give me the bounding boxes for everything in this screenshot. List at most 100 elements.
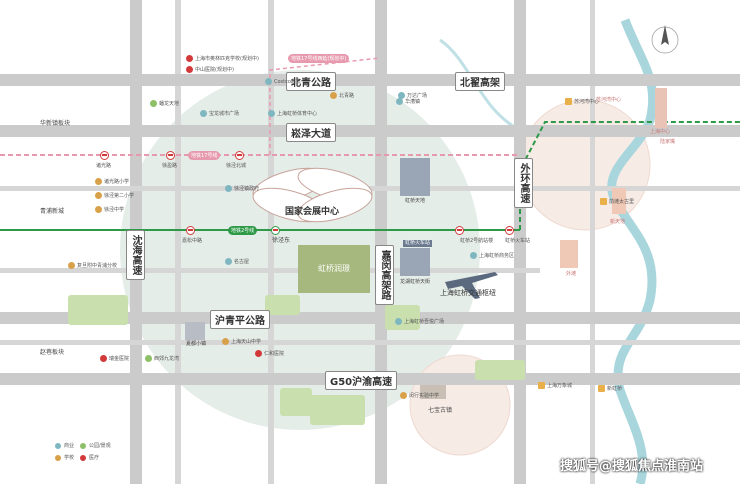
line2-tag: 地铁2号线 (228, 226, 258, 235)
poi[interactable]: 复旦附中青浦分校 (68, 262, 117, 269)
poi[interactable]: 宝龙城市广场 (200, 110, 239, 117)
school-icon (95, 206, 102, 213)
legend-dot (80, 454, 86, 461)
poi-label: 上海天山中学 (231, 339, 262, 345)
poi-label: 诸光路小学 (104, 179, 130, 185)
poi[interactable]: 蟠龙天地 (150, 100, 179, 107)
road-label-huqingping: 沪青平公路 (210, 310, 270, 329)
right-label-waitan: 外滩 (566, 271, 577, 277)
hongqiao-tiandi-label: 虹桥天地 (405, 198, 426, 204)
poi[interactable]: 上海万象城 (538, 382, 572, 389)
xujingdong-label: 徐泾东 (272, 237, 291, 244)
poi-label: Costco超市 (274, 79, 301, 85)
river (607, 18, 658, 484)
commerce-icon (396, 98, 403, 105)
poi[interactable]: 上海虹桥体育中心 (268, 110, 317, 117)
poi[interactable]: 华漕镇 (396, 98, 420, 105)
xiamiao-label: 夏都小镇 (186, 341, 207, 347)
school-icon (222, 338, 229, 345)
poi[interactable]: 中山医院(规划中) (186, 66, 234, 73)
poi-label: 徐泾中学 (104, 207, 125, 213)
commerce-icon (268, 110, 275, 117)
school-icon (95, 192, 102, 199)
legend-label: 医疗 (89, 455, 100, 461)
road-huqingping (0, 312, 740, 324)
poi[interactable]: 闵行实验中学 (400, 392, 439, 399)
poi[interactable]: 上海市奥林匹克学校(规划中) (186, 55, 259, 62)
commerce-icon (395, 318, 402, 325)
building-longhu (400, 248, 430, 276)
poi[interactable]: 前滩太古里 (600, 198, 634, 205)
road-beiqing (0, 74, 740, 86)
park-4 (475, 360, 525, 380)
poi[interactable]: 诸光路小学 (95, 178, 129, 185)
poi-label: 上海虹桥商务区 (479, 253, 515, 259)
metro-line-2-east (519, 121, 740, 230)
hospital-icon (186, 55, 193, 62)
poi-label: 上海虹桥体育中心 (277, 111, 318, 117)
poi-label: 万达广场 (407, 93, 428, 99)
poi[interactable]: 上海天山中学 (222, 338, 261, 345)
road-label-beiqing: 北青公路 (286, 72, 336, 91)
poi[interactable]: 徐泾中学 (95, 206, 124, 213)
building-qibao (420, 385, 446, 399)
poi-label: 西郊九龙湾 (154, 356, 180, 362)
project-name: 虹桥润璟 (318, 264, 350, 273)
metro-icon (186, 226, 195, 235)
station-label: 诸光路 (96, 163, 112, 169)
commerce-icon (200, 110, 207, 117)
right-label-shanghai-center: 上海中心 (650, 129, 671, 135)
poi-label: 上海虹桥吾悦广场 (404, 319, 445, 325)
station-label: 徐泾北城 (226, 163, 247, 169)
station-label: 虹桥火车站 (505, 238, 531, 244)
building-right-1 (612, 188, 626, 214)
road-label-songze: 崧泽大道 (286, 123, 336, 142)
poi-label: 北青路 (339, 93, 355, 99)
commerce-icon (470, 252, 477, 259)
district-label: 赵巷板块 (40, 349, 65, 356)
poi[interactable]: 上海虹桥吾悦广场 (395, 318, 444, 325)
poi[interactable]: 北青路 (330, 92, 354, 99)
poi[interactable]: 名古屋 (225, 258, 249, 265)
park-1 (280, 388, 312, 416)
poi[interactable]: 苏河湾中心 (565, 98, 599, 105)
poi[interactable]: 西郊九龙湾 (145, 355, 179, 362)
legend-item: 医疗 (80, 454, 99, 461)
project-block[interactable]: 虹桥润璟 (298, 245, 370, 293)
poi[interactable]: 仁和医院 (255, 350, 284, 357)
poi[interactable]: 上海虹桥商务区 (470, 252, 514, 259)
legend-label: 公园/景观 (89, 443, 111, 449)
poi[interactable]: 瑞金医院 (100, 355, 129, 362)
road-label-beizhai: 北翟高架 (455, 72, 505, 91)
poi[interactable]: Costco超市 (265, 78, 301, 85)
road-v2 (175, 0, 181, 484)
legend-dot (55, 454, 61, 461)
hub-label: 上海虹桥交通枢纽 (440, 289, 496, 297)
poi[interactable]: 新虹桥 (598, 385, 622, 392)
road-label-jiamin: 嘉闵高架路 (375, 245, 394, 305)
poi[interactable]: 万达广场 (398, 92, 427, 99)
right-label-suhewan: 苏河湾中心 (596, 97, 622, 103)
poi-label: 名古屋 (234, 259, 250, 265)
building-shanghai-center (655, 88, 667, 128)
poi-label: 上海市奥林匹克学校(规划中) (195, 56, 259, 62)
district-label: 华新镇板块 (40, 120, 71, 127)
hospital-icon (100, 355, 107, 362)
poi-label: 上海万象城 (547, 383, 573, 389)
poi[interactable]: 徐泾镇政府 (225, 185, 259, 192)
longhu-label: 龙湖虹桥天街 (400, 279, 431, 285)
legend-dot (80, 442, 86, 449)
building-hongqiao-tiandi (400, 158, 430, 196)
metro-icon-xujingdong (271, 226, 280, 235)
hotel-icon (598, 385, 605, 392)
poi[interactable]: 徐泾第二小学 (95, 192, 134, 199)
park-3 (265, 295, 300, 315)
commerce-icon (265, 78, 272, 85)
poi-label: 中山医院(规划中) (195, 67, 234, 73)
hotel-icon (600, 198, 607, 205)
road-label-waihuan: 外环高速 (514, 158, 533, 208)
